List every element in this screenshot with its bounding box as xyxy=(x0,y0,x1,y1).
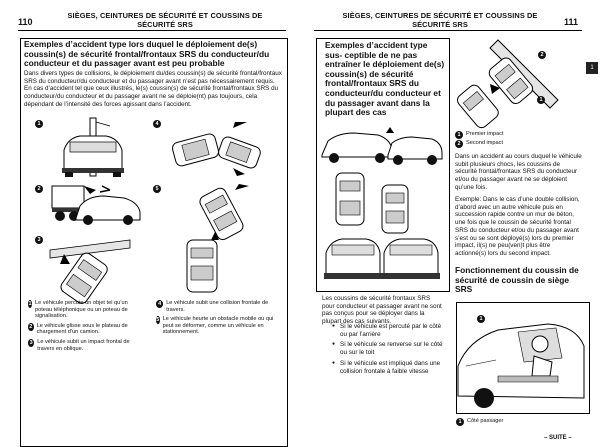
left-section-title: Exemples d’accident type lors duquel le … xyxy=(24,39,270,69)
seat-fig-number: 1 xyxy=(477,315,485,323)
wall-collision-illustration xyxy=(457,39,559,129)
fig-3-number: 3 xyxy=(35,236,43,244)
fig-2-underride-illustration xyxy=(51,185,141,225)
left-page-number: 110 xyxy=(18,17,33,27)
caption-1-number: 1 xyxy=(28,300,33,308)
caption-3-number: 3 xyxy=(28,338,35,347)
caption-3-text: Le véhicule subit un impact frontal de t… xyxy=(37,338,130,352)
passenger-side-caption-row: 1 Côté passager xyxy=(456,418,586,426)
right-lower-box xyxy=(316,38,450,292)
legend-item-1-text: Premier impact xyxy=(466,131,504,137)
bullet-side-rear: Si le véhicule est percuté par le côté o… xyxy=(332,323,444,338)
legend-item-1: 1 Premier impact xyxy=(455,131,580,139)
not-designed-intro: Les coussins de sécurité frontaux SRS po… xyxy=(322,295,442,326)
not-designed-list: Si le véhicule est percuté par le côté o… xyxy=(332,323,444,375)
caption-3: 3 Le véhicule subit un impact frontal de… xyxy=(28,338,146,352)
caption-4: 4 Le véhicule subit une collision fronta… xyxy=(156,300,276,313)
fig-4-number: 4 xyxy=(153,120,161,128)
left-intro-text: Dans divers types de collisions, le dépl… xyxy=(24,70,282,108)
bullet-rollover: Si le véhicule se renverse sur le côté o… xyxy=(332,341,444,356)
double-collision-illustration xyxy=(321,127,443,279)
passenger-side-caption-number: 1 xyxy=(456,418,464,426)
fig-5-parked-vehicle-illustration xyxy=(186,184,249,293)
caption-5-number: 5 xyxy=(156,316,160,325)
fig-1-pole-collision-illustration xyxy=(62,117,124,177)
caption-1: 1 Le véhicule percute un objet tel qu’un… xyxy=(28,300,146,320)
seat-cushion-airbag-title: Fonctionnement du coussin de sécurité de… xyxy=(455,265,579,295)
impact-legend: 1 Premier impact 2 Second impact xyxy=(455,131,580,151)
right-section-title: Exemples d’accident type sus- ceptible d… xyxy=(325,40,445,118)
fig-5-number: 5 xyxy=(153,185,161,193)
caption-5-text: Le véhicule heurte un obstacle mobile ou… xyxy=(162,316,274,336)
passenger-side-airbag-illustration xyxy=(457,323,585,408)
left-header-rule xyxy=(18,30,286,32)
caption-2-number: 2 xyxy=(28,322,34,331)
chapter-side-tab: 1 xyxy=(586,62,598,74)
caption-1-text: Le véhicule percute un objet tel qu’un p… xyxy=(35,300,128,320)
caption-2: 2 Le véhicule glisse sous le plateau de … xyxy=(28,322,146,336)
passenger-side-caption-text: Côté passager xyxy=(467,418,504,424)
caption-5: 5 Le véhicule heurte un obstacle mobile … xyxy=(156,316,276,336)
double-collision-example: Exemple: Dans le cas d’une double collis… xyxy=(455,196,580,257)
legend-item-2-text: Second impact xyxy=(466,140,504,146)
legend-item-1-number: 1 xyxy=(455,131,463,139)
bullet-low-speed: Si le véhicule est impliqué dans une col… xyxy=(332,360,444,375)
wall-fig-number-1: 1 xyxy=(537,96,545,104)
passenger-side-caption: 1 Côté passager xyxy=(456,418,586,429)
right-header: SIÈGES, CEINTURES DE SÉCURITÉ ET COUSSIN… xyxy=(342,11,538,29)
legend-item-2: 2 Second impact xyxy=(455,140,580,148)
fig-4-cross-collision-illustration xyxy=(172,122,261,176)
fig-1-number: 1 xyxy=(35,120,43,128)
right-header-rule xyxy=(314,30,582,32)
seat-cushion-figure-frame xyxy=(456,302,590,414)
multiple-impact-paragraph: Dans un accident au cours duquel le véhi… xyxy=(455,153,582,191)
left-header: SIÈGES, CEINTURES DE SÉCURITÉ ET COUSSIN… xyxy=(67,11,263,29)
caption-2-text: Le véhicule glisse sous le plateau de ch… xyxy=(36,322,128,336)
right-page-number: 111 xyxy=(564,17,579,27)
fig-3-oblique-impact-illustration xyxy=(49,239,131,304)
wall-fig-number-2: 2 xyxy=(538,51,546,59)
left-captions-col2: 4 Le véhicule subit une collision fronta… xyxy=(156,300,276,339)
legend-item-2-number: 2 xyxy=(455,140,463,148)
fig-2-number: 2 xyxy=(35,185,43,193)
left-captions-col1: 1 Le véhicule percute un objet tel qu’un… xyxy=(28,300,146,355)
continued-footer: – SUITE – xyxy=(544,435,572,441)
caption-4-number: 4 xyxy=(156,300,164,308)
caption-4-text: Le véhicule subit une collision frontale… xyxy=(166,300,269,313)
